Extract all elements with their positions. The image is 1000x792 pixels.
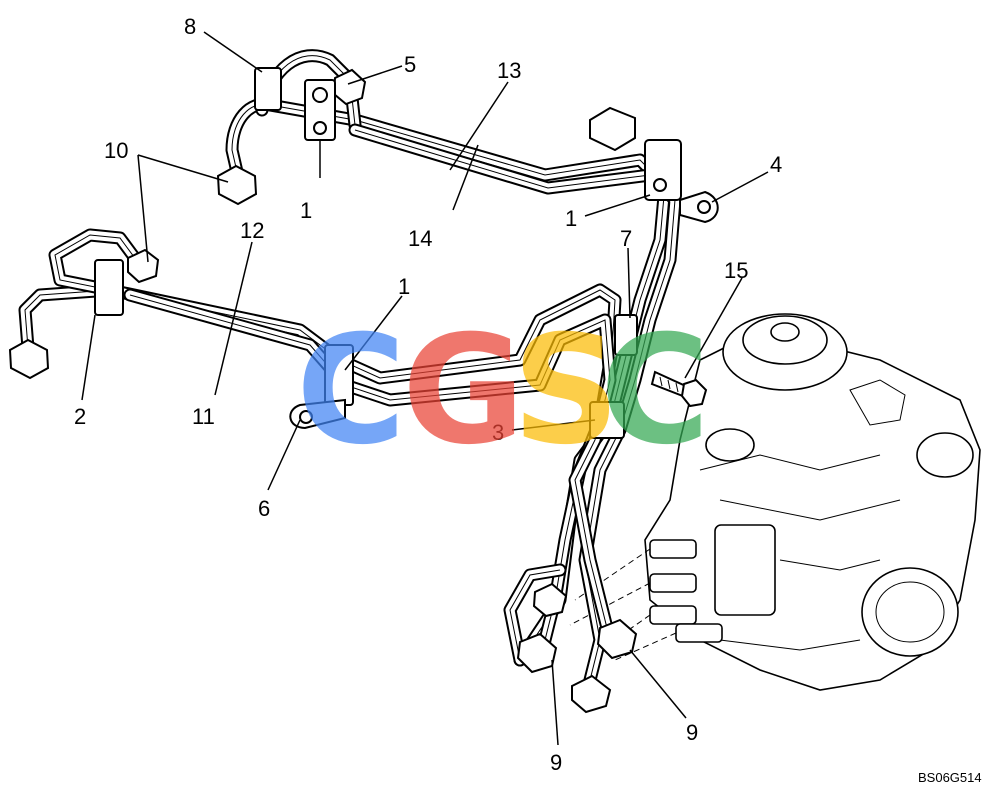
- watermark-letter-g: G: [402, 304, 525, 478]
- drawing-code: BS06G514: [918, 770, 982, 785]
- clamp-upper-1-bolt-top: [312, 87, 328, 103]
- pump-nut-d: [532, 582, 568, 618]
- injector-nut-lower: [8, 338, 50, 380]
- injection-pump: [644, 313, 981, 691]
- pipe-fittings: [8, 68, 638, 714]
- injector-nut-upper: [216, 164, 258, 206]
- callout-4: 4: [770, 152, 782, 177]
- callout-14: 14: [408, 226, 432, 251]
- clamp-7: [614, 314, 638, 356]
- callout-labels: 8 5 13 10 1 14 1 4 12 7 15 1 2 11 3 6 9 …: [74, 14, 782, 775]
- clamp-upper-1-bolt: [313, 121, 327, 135]
- pipe-clamps: [94, 67, 719, 439]
- pump-nut-c: [596, 618, 638, 660]
- callout-10: 10: [104, 138, 128, 163]
- leader-lines: [81, 31, 769, 746]
- callout-1-right: 1: [565, 206, 577, 231]
- watermark-letter-c1: C: [296, 304, 406, 478]
- clamp-right-1-bolt: [653, 178, 667, 192]
- callout-9-right: 9: [686, 720, 698, 745]
- watermark: C G S C: [296, 304, 710, 478]
- callout-11: 11: [192, 404, 215, 429]
- bracket-6-hole: [299, 410, 313, 424]
- callout-1-upper: 1: [300, 198, 312, 223]
- callout-1-lower: 1: [398, 274, 410, 299]
- watermark-letter-c2: C: [600, 304, 710, 478]
- callout-7: 7: [620, 226, 632, 251]
- callout-6: 6: [258, 496, 270, 521]
- bolt-15: [650, 370, 708, 408]
- callout-9-left: 9: [550, 750, 562, 775]
- bracket-4-hole: [697, 200, 711, 214]
- clamp-2: [94, 259, 124, 316]
- callout-12: 12: [240, 218, 264, 243]
- callout-2: 2: [74, 404, 86, 429]
- connector-block: [589, 106, 636, 152]
- callout-13: 13: [497, 58, 521, 83]
- pump-nut-b: [571, 674, 612, 714]
- callout-8: 8: [184, 14, 196, 39]
- watermark-letter-s: S: [512, 304, 620, 478]
- clamp-8: [254, 67, 282, 111]
- callout-5: 5: [404, 52, 416, 77]
- callout-15: 15: [724, 258, 748, 283]
- injector-nut-mid: [127, 248, 160, 284]
- callout-3: 3: [492, 420, 504, 445]
